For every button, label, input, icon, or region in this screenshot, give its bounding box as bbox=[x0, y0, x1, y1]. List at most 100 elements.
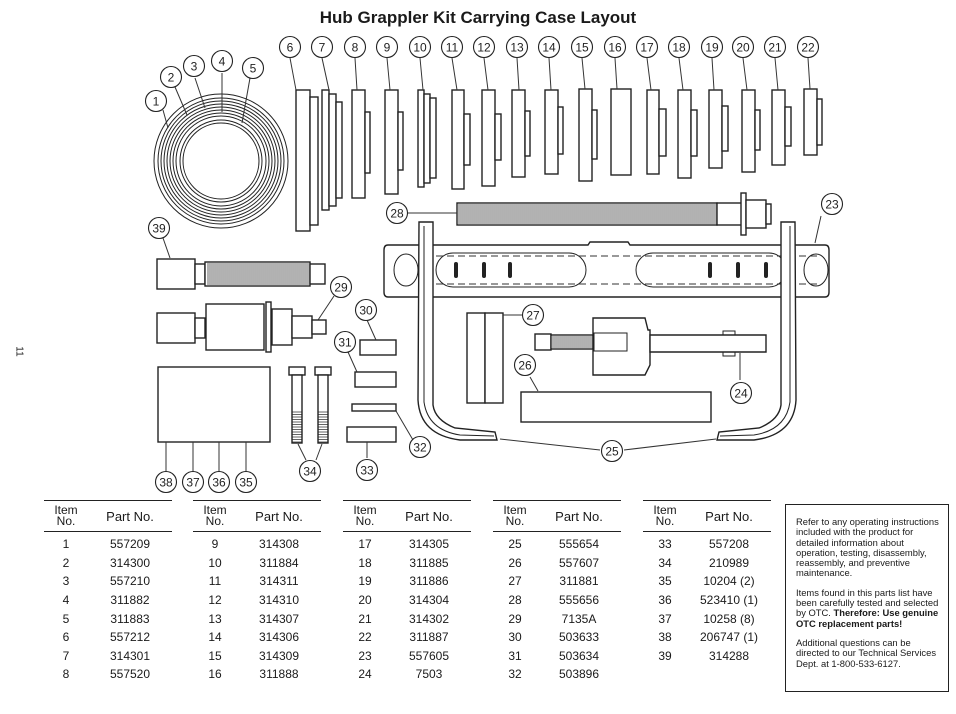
svg-text:1: 1 bbox=[153, 95, 160, 109]
disc-adapter bbox=[771, 89, 792, 166]
part-no-cell: 314309 bbox=[258, 648, 300, 663]
svg-text:26: 26 bbox=[518, 359, 532, 373]
callout-20: 20 bbox=[731, 35, 755, 59]
svg-text:31: 31 bbox=[338, 336, 352, 350]
part-no-cell: 557208 bbox=[708, 537, 750, 552]
disc-adapter bbox=[610, 88, 632, 176]
callout-27: 27 bbox=[521, 303, 545, 327]
table-row: 3 557210 bbox=[44, 572, 172, 591]
part-no-cell: 503634 bbox=[558, 648, 600, 663]
part-no-cell: 557605 bbox=[408, 648, 450, 663]
part-no-cell: 10258 (8) bbox=[703, 611, 755, 626]
item-no-cell: 34 bbox=[658, 555, 672, 570]
slide-hammer-adapter bbox=[534, 317, 767, 380]
callout-17: 17 bbox=[635, 35, 659, 59]
callout-32: 32 bbox=[408, 435, 432, 459]
svg-text:32: 32 bbox=[413, 441, 427, 455]
callout-4: 4 bbox=[210, 49, 234, 73]
callout-31: 31 bbox=[333, 330, 357, 354]
part-no-cell: 314301 bbox=[109, 648, 151, 663]
svg-text:20: 20 bbox=[736, 41, 750, 55]
storage-plate bbox=[520, 391, 712, 423]
part-no-cell: 311887 bbox=[409, 630, 449, 645]
disc-adapter bbox=[481, 89, 502, 187]
item-no-cell: 19 bbox=[358, 574, 372, 589]
item-no-cell: 3 bbox=[62, 574, 70, 589]
callout-26: 26 bbox=[513, 353, 537, 377]
thread-lines bbox=[458, 204, 716, 224]
svg-text:29: 29 bbox=[334, 281, 348, 295]
thread-lines bbox=[318, 411, 328, 443]
callout-38: 38 bbox=[154, 470, 178, 494]
cap-screws bbox=[288, 366, 332, 461]
disc-adapter bbox=[384, 89, 404, 195]
disc-adapter bbox=[351, 89, 371, 199]
svg-text:27: 27 bbox=[526, 309, 540, 323]
callout-24: 24 bbox=[729, 381, 753, 405]
callout-28: 28 bbox=[385, 201, 409, 225]
part-no-cell: 557210 bbox=[109, 574, 151, 589]
item-no-cell: 27 bbox=[508, 574, 522, 589]
puller-bar bbox=[383, 215, 830, 298]
disc-adapter bbox=[578, 88, 598, 182]
part-no-cell: 311888 bbox=[259, 667, 299, 682]
part-no-cell: 7503 bbox=[415, 667, 443, 682]
callout-16: 16 bbox=[603, 35, 627, 59]
part-no-header: Part No. bbox=[88, 500, 172, 532]
svg-text:9: 9 bbox=[384, 41, 391, 55]
svg-text:36: 36 bbox=[212, 476, 226, 490]
svg-text:28: 28 bbox=[390, 207, 404, 221]
item-no-cell: 26 bbox=[508, 555, 522, 570]
part-no-header: Part No. bbox=[237, 500, 321, 532]
item-no-cell: 21 bbox=[358, 611, 372, 626]
callout-25: 25 bbox=[600, 439, 624, 463]
callout-13: 13 bbox=[505, 35, 529, 59]
callout-2: 2 bbox=[159, 65, 183, 89]
part-no-cell: 314305 bbox=[408, 537, 450, 552]
part-no-header: Part No. bbox=[687, 500, 771, 532]
svg-text:33: 33 bbox=[360, 464, 374, 478]
part-no-cell: 314311 bbox=[259, 574, 299, 589]
table-row: 11 314311 bbox=[193, 572, 321, 591]
part-no-cell: 314304 bbox=[408, 593, 450, 608]
item-no-cell: 15 bbox=[208, 648, 222, 663]
forcing-screw bbox=[406, 192, 772, 236]
callout-19: 19 bbox=[700, 35, 724, 59]
item-no-cell: 11 bbox=[208, 574, 222, 589]
svg-text:2: 2 bbox=[168, 71, 175, 85]
part-no-cell: 7135A bbox=[561, 611, 597, 626]
callout-14: 14 bbox=[537, 35, 561, 59]
disc-adapters bbox=[295, 88, 823, 232]
part-no-cell: 314300 bbox=[109, 555, 151, 570]
callout-35: 35 bbox=[234, 470, 258, 494]
item-no-cell: 12 bbox=[208, 593, 222, 608]
forcing-screw-adapter bbox=[156, 237, 335, 353]
part-no-cell: 555656 bbox=[558, 593, 600, 608]
fastener-pack bbox=[157, 366, 271, 443]
disc-adapter bbox=[741, 89, 761, 173]
item-no-cell: 24 bbox=[358, 667, 372, 682]
disc-adapter bbox=[708, 89, 729, 169]
callout-1: 1 bbox=[144, 89, 168, 113]
part-no-cell: 557607 bbox=[558, 555, 600, 570]
svg-text:5: 5 bbox=[250, 62, 257, 76]
thread-lines bbox=[292, 411, 302, 443]
